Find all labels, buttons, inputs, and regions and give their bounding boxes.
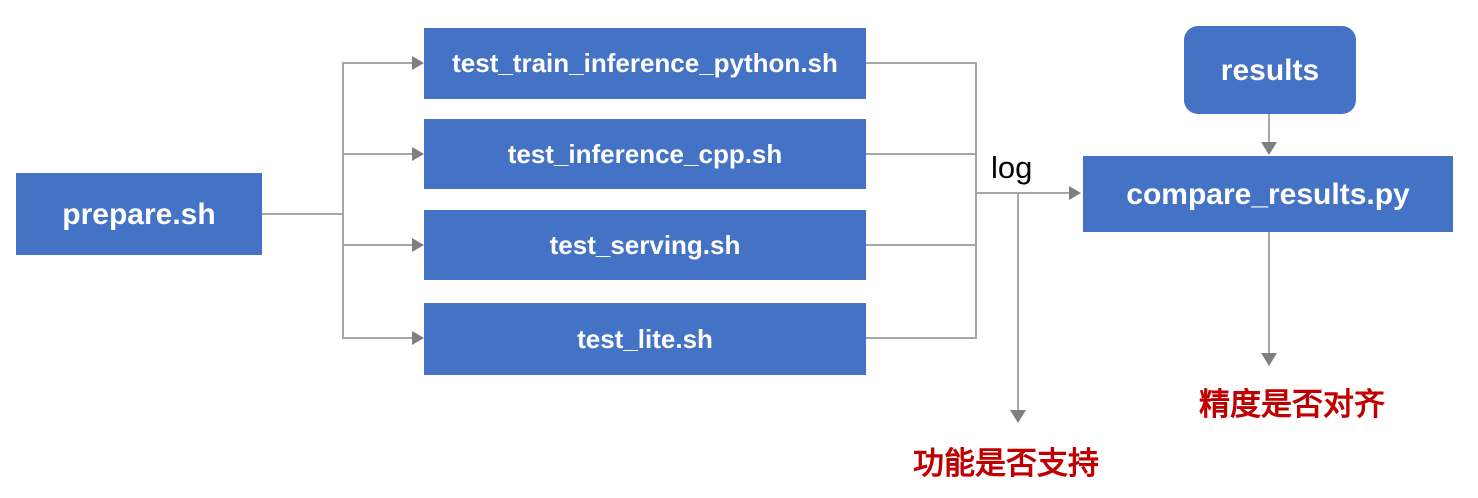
edge-label-log: log (991, 150, 1033, 185)
connector-fanout-bus (342, 62, 344, 337)
arrowhead-to-compare (1069, 186, 1081, 200)
note-precision-aligned: 精度是否对齐 (1199, 387, 1385, 422)
connector-bus-to-train (342, 62, 414, 64)
note-function-supported: 功能是否支持 (913, 446, 1099, 481)
connector-bus-to-serving (342, 244, 414, 246)
connector-serving-to-merge (866, 244, 977, 246)
node-test-lite-sh-label: test_lite.sh (577, 323, 713, 354)
node-test-train-inference-python-sh-label: test_train_inference_python.sh (452, 48, 838, 79)
node-compare-results-py-label: compare_results.py (1126, 177, 1410, 211)
node-compare-results-py[interactable]: compare_results.py (1083, 156, 1453, 232)
connector-cpp-to-merge (866, 153, 977, 155)
node-test-train-inference-python-sh[interactable]: test_train_inference_python.sh (424, 28, 866, 99)
arrowhead-to-precision-note (1261, 353, 1277, 366)
node-results[interactable]: results (1184, 26, 1356, 114)
connector-merge-bus (975, 62, 977, 337)
connector-bus-to-lite (342, 337, 414, 339)
connector-results-to-compare (1268, 114, 1270, 143)
connector-train-to-merge (866, 62, 977, 64)
arrowhead-to-serving (412, 238, 424, 252)
node-test-inference-cpp-sh[interactable]: test_inference_cpp.sh (424, 119, 866, 189)
node-test-serving-sh-label: test_serving.sh (549, 229, 741, 260)
connector-prepare-to-bus (262, 213, 344, 215)
arrowhead-to-function-note (1010, 410, 1026, 423)
arrowhead-to-cpp (412, 147, 424, 161)
node-prepare-sh-label: prepare.sh (62, 197, 216, 231)
connector-log-to-function-note (1017, 192, 1019, 411)
node-test-inference-cpp-sh-label: test_inference_cpp.sh (507, 138, 783, 169)
arrowhead-to-train (412, 56, 424, 70)
node-prepare-sh[interactable]: prepare.sh (16, 173, 262, 255)
node-test-serving-sh[interactable]: test_serving.sh (424, 210, 866, 280)
node-results-label: results (1220, 53, 1320, 87)
connector-compare-to-precision-note (1268, 232, 1270, 354)
arrowhead-results-to-compare (1261, 142, 1277, 155)
connector-lite-to-merge (866, 337, 977, 339)
node-test-lite-sh[interactable]: test_lite.sh (424, 303, 866, 375)
connector-bus-to-cpp (342, 153, 414, 155)
connector-merge-to-compare (975, 192, 1071, 194)
arrowhead-to-lite (412, 331, 424, 345)
